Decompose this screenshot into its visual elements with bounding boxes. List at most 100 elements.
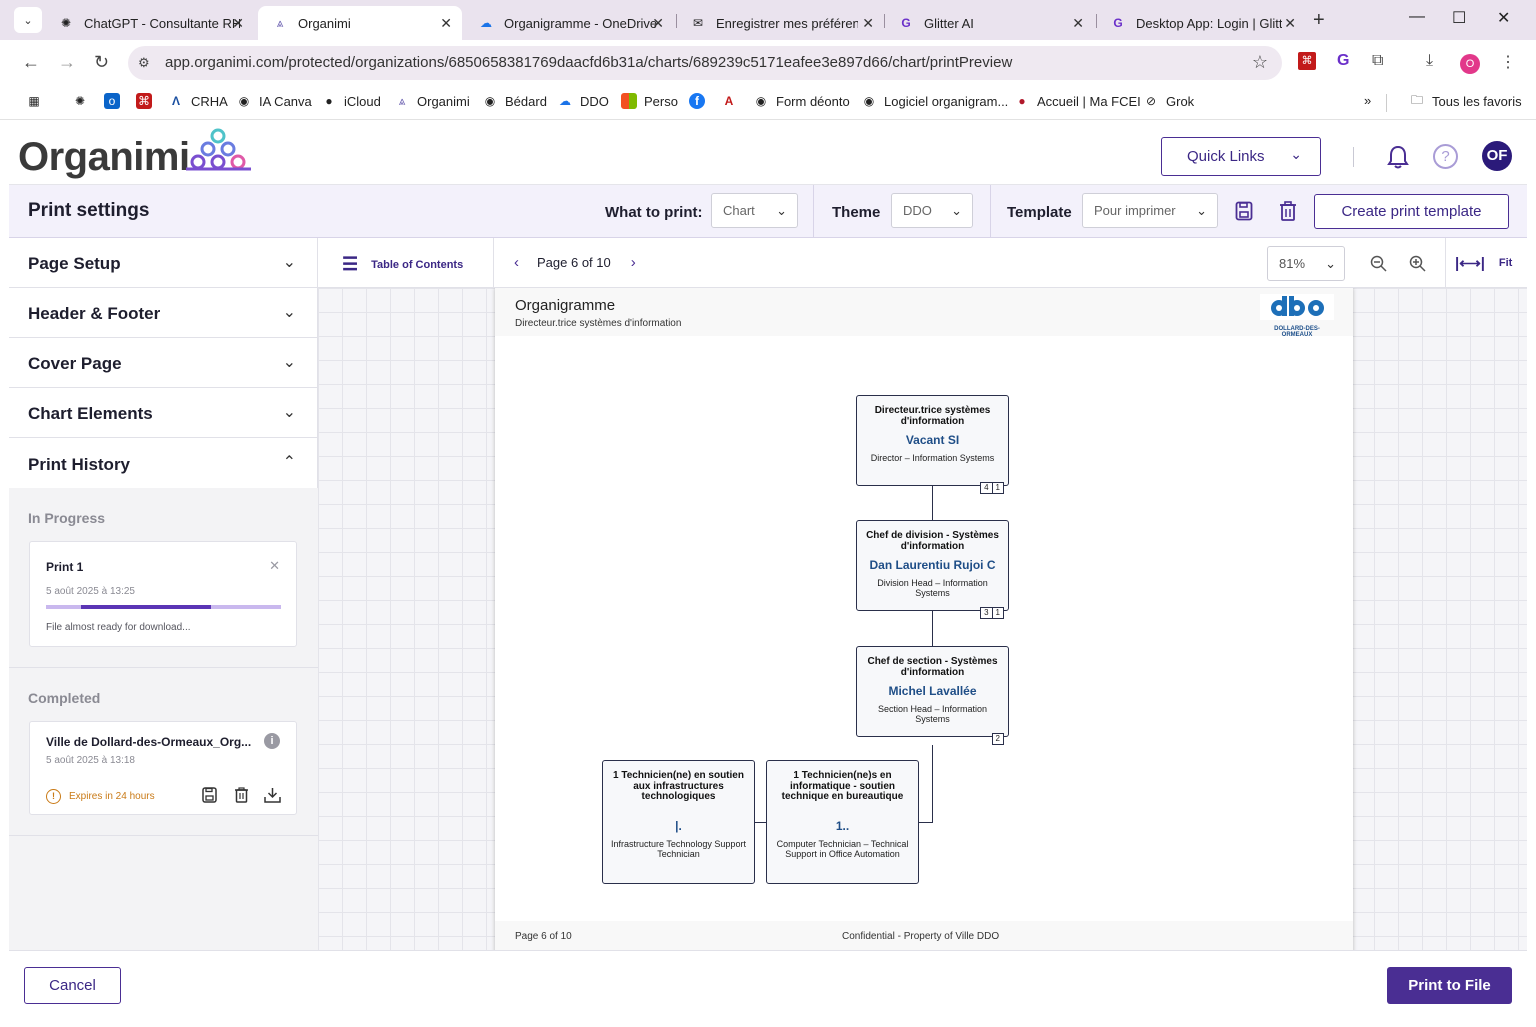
bookmark-crha[interactable]: Λ CRHA [168, 93, 228, 109]
create-print-template-button[interactable]: Create print template [1314, 194, 1509, 229]
more-bookmarks-button[interactable]: » [1364, 93, 1371, 108]
browser-tab-glitter-login[interactable]: G Desktop App: Login | Glitter ✕ [1096, 6, 1306, 40]
page-header: Organigramme Directeur.trice systèmes d'… [495, 288, 1353, 338]
bookmark-logiciel[interactable]: ◉Logiciel organigram... [861, 93, 1009, 109]
bookmark-adobe[interactable]: A [721, 93, 744, 109]
next-page-icon[interactable]: › [630, 254, 636, 271]
close-tab-icon[interactable]: ✕ [862, 15, 874, 31]
back-icon[interactable]: ← [22, 52, 40, 72]
bookmark-form-deonto[interactable]: ◉Form déonto [753, 93, 850, 109]
bookmark-bedard[interactable]: ◉Bédard [482, 93, 547, 109]
node-title: 1 Technicien(ne) en soutien aux infrastr… [613, 770, 744, 802]
address-bar[interactable]: ⚙ app.organimi.com/protected/organizatio… [128, 46, 1282, 80]
page-footer-number: Page 6 of 10 [515, 931, 572, 942]
what-to-print-select[interactable]: Chart ⌄ [711, 193, 798, 228]
new-tab-icon[interactable]: + [1313, 9, 1325, 31]
badge-direct: 2 [995, 734, 1000, 743]
bookmark-label: CRHA [191, 93, 228, 109]
maximize-icon[interactable]: ☐ [1452, 10, 1467, 27]
bookmark-perso[interactable]: Perso [621, 93, 678, 109]
node-title-en: Infrastructure Technology Support Techni… [611, 839, 746, 859]
browser-tab-glitter[interactable]: G Glitter AI ✕ [884, 6, 1094, 40]
org-node-director[interactable]: Directeur.trice systèmes d'information V… [856, 395, 1009, 494]
delete-file-icon[interactable] [234, 787, 249, 803]
theme-label: Theme [832, 204, 881, 221]
bookmark-outlook[interactable]: o [104, 93, 127, 109]
acrobat-extension-icon[interactable]: ⌘ [1298, 52, 1316, 70]
help-icon[interactable]: ? [1433, 144, 1458, 169]
close-window-icon[interactable]: ✕ [1497, 10, 1511, 27]
close-icon[interactable]: ✕ [269, 558, 280, 573]
bookmark-apps[interactable]: ▦ [26, 93, 49, 109]
section-header-footer[interactable]: Header & Footer ⌄ [9, 288, 318, 338]
org-node-division-head[interactable]: Chef de division - Systèmes d'informatio… [856, 520, 1009, 619]
forward-icon[interactable]: → [58, 52, 76, 72]
bookmark-ia-canva[interactable]: ◉IA Canva [236, 93, 312, 109]
site-info-icon[interactable]: ⚙ [138, 55, 150, 70]
zoom-out-icon[interactable] [1370, 255, 1387, 272]
section-print-history[interactable]: Print History ⌃ [9, 438, 318, 488]
profile-avatar[interactable]: O [1460, 54, 1480, 74]
section-cover-page[interactable]: Cover Page ⌄ [9, 338, 318, 388]
org-node-infra-technician[interactable]: 1 Technicien(ne) en soutien aux infrastr… [602, 760, 755, 884]
reload-icon[interactable]: ↻ [94, 52, 110, 72]
save-template-icon[interactable] [1235, 201, 1253, 221]
org-node-section-head[interactable]: Chef de section - Systèmes d'information… [856, 646, 1009, 745]
zoom-select[interactable]: 81% ⌄ [1267, 246, 1345, 281]
kebab-menu-icon[interactable]: ⋮ [1500, 54, 1516, 71]
close-tab-icon[interactable]: ✕ [1072, 15, 1084, 31]
bookmark-grok[interactable]: ⊘Grok [1143, 93, 1194, 109]
tab-search-button[interactable]: ⌄ [14, 7, 42, 33]
user-avatar[interactable]: OF [1482, 141, 1512, 171]
quick-links-button[interactable]: Quick Links ⌄ [1161, 137, 1321, 176]
warning-icon: ! [46, 789, 61, 804]
download-icon[interactable]: ⤓ [1426, 52, 1434, 69]
close-tab-icon[interactable]: ✕ [1284, 15, 1296, 31]
fit-button[interactable]: |⟷| Fit [1455, 254, 1512, 272]
download-file-icon[interactable] [264, 787, 281, 803]
table-of-contents-button[interactable]: ☰ Table of Contents [342, 254, 463, 275]
org-node-computer-technician[interactable]: 1 Technicien(ne)s en informatique - sout… [766, 760, 919, 884]
zoom-in-icon[interactable] [1409, 255, 1426, 272]
all-bookmarks-button[interactable]: 🗀Tous les favoris [1409, 93, 1522, 109]
bookmark-chatgpt[interactable]: ✺ [72, 93, 95, 109]
print-to-file-button[interactable]: Print to File [1387, 967, 1512, 1004]
page-navigator: ‹ Page 6 of 10 › [514, 254, 636, 271]
theme-select[interactable]: DDO ⌄ [891, 193, 973, 228]
close-tab-icon[interactable]: ✕ [440, 15, 452, 31]
close-tab-icon[interactable]: ✕ [652, 15, 664, 31]
info-icon[interactable]: i [264, 733, 280, 749]
bookmark-ddo[interactable]: ☁DDO [557, 93, 609, 109]
bell-icon[interactable] [1387, 145, 1409, 169]
browser-tab-organimi[interactable]: ⩓ Organimi ✕ [258, 6, 462, 40]
bookmark-facebook[interactable]: f [689, 93, 712, 109]
bookmark-star-icon[interactable]: ☆ [1251, 52, 1268, 72]
preview-canvas[interactable]: Organigramme Directeur.trice systèmes d'… [318, 288, 1527, 950]
bookmark-organimi[interactable]: ⩓Organimi [394, 93, 470, 109]
template-select[interactable]: Pour imprimer ⌄ [1082, 193, 1218, 228]
tab-title: Enregistrer mes préférences [716, 15, 858, 31]
cancel-button[interactable]: Cancel [24, 967, 121, 1004]
bookmark-icloud[interactable]: ●iCloud [321, 93, 380, 109]
bookmark-fcei[interactable]: ●Accueil | Ma FCEI [1014, 93, 1140, 109]
extensions-puzzle-icon[interactable]: ⧉ [1372, 52, 1384, 69]
bookmark-label: IA Canva [259, 93, 312, 109]
prev-page-icon[interactable]: ‹ [514, 254, 519, 271]
browser-tab-onedrive[interactable]: ☁ Organigramme - OneDrive ✕ [464, 6, 674, 40]
badge-sub: 1 [991, 608, 1003, 618]
node-title-en: Director – Information Systems [870, 453, 995, 463]
delete-template-icon[interactable] [1279, 201, 1297, 221]
browser-tab-preferences[interactable]: ✉ Enregistrer mes préférences ✕ [676, 6, 884, 40]
more-bookmarks-label: » [1364, 93, 1372, 108]
glitter-extension-icon[interactable]: G [1337, 52, 1350, 69]
minimize-icon[interactable]: — [1409, 8, 1425, 25]
crha-icon: Λ [171, 94, 180, 108]
section-chart-elements[interactable]: Chart Elements ⌄ [9, 388, 318, 438]
organimi-logo-icon [186, 128, 251, 171]
bookmark-acrobat[interactable]: ⌘ [136, 93, 159, 109]
close-tab-icon[interactable]: ✕ [232, 15, 244, 31]
section-page-setup[interactable]: Page Setup ⌄ [9, 238, 318, 288]
in-progress-print-card: Print 1 ✕ 5 août 2025 à 13:25 File almos… [29, 541, 297, 647]
browser-tab-chatgpt[interactable]: ✺ ChatGPT - Consultante RH ✕ [44, 6, 254, 40]
save-file-icon[interactable] [202, 787, 217, 803]
